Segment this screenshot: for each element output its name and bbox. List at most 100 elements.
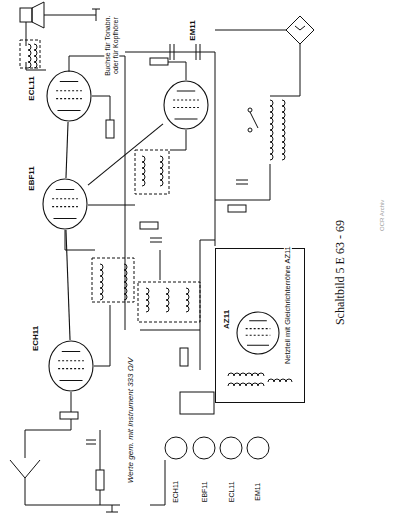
- tube-envelope: [48, 340, 94, 392]
- resistor-symbol: [180, 348, 188, 366]
- wire: [100, 430, 101, 505]
- note-label: Buchse für Tonabn. oder für Kopfhörer: [104, 8, 119, 82]
- note-label: EM11: [254, 482, 262, 502]
- tube-base-diagram: [220, 437, 242, 459]
- tube-envelope: [47, 71, 91, 121]
- wire: [215, 30, 286, 31]
- coil-winding: [228, 373, 264, 376]
- wire-connector: [66, 122, 68, 178]
- tube-base-diagram: [193, 437, 215, 459]
- wire: [25, 9, 300, 505]
- wire: [88, 205, 135, 206]
- wire: [65, 230, 95, 250]
- wire: [215, 164, 270, 200]
- tube-base-diagram: [165, 437, 187, 459]
- capacitor-symbol: [150, 238, 162, 242]
- coil-winding: [282, 100, 285, 160]
- resistor-symbol: [60, 412, 78, 419]
- switch-symbol: [248, 108, 258, 132]
- tube-electrode: [54, 189, 77, 218]
- capacitor-symbol: [236, 180, 248, 184]
- wire: [125, 52, 215, 246]
- note-label: EBF11: [200, 480, 208, 503]
- resistor-symbol: [150, 58, 168, 65]
- wire: [25, 478, 120, 505]
- tube-grid: [173, 100, 199, 108]
- note-label: Werte gem. mit Instrument 333 Ω/V: [127, 356, 136, 484]
- if-transformer: [92, 258, 134, 302]
- capacitor-symbol: [86, 44, 248, 444]
- tube-grid: [56, 91, 82, 99]
- coil-winding: [124, 264, 127, 300]
- coil-symbol: [28, 44, 292, 386]
- coil-winding: [34, 44, 37, 68]
- tube-electrode: [60, 351, 83, 380]
- wire: [26, 22, 46, 70]
- if-transformer: [135, 150, 169, 194]
- capacitor-symbol: [196, 44, 200, 60]
- capacitor-symbol: [86, 440, 96, 444]
- wire: [92, 96, 110, 120]
- resistor-symbol: [228, 205, 246, 212]
- tube-symbol: EM11: [163, 80, 209, 130]
- speaker-symbol: [20, 2, 44, 28]
- wire: [44, 9, 100, 21]
- coil-winding: [268, 379, 292, 382]
- wire-connector: [66, 230, 70, 340]
- tube-envelope: [163, 80, 209, 130]
- antenna-symbol: [10, 460, 40, 478]
- switch-symbol: [248, 128, 252, 132]
- resistor-symbol: [96, 470, 104, 490]
- rectifier-bridge: [286, 16, 314, 44]
- wire: [140, 240, 215, 330]
- switch-symbol: [250, 112, 258, 128]
- tube-label: EBF11: [28, 165, 37, 191]
- tube-symbol: ECL11: [46, 70, 92, 122]
- wire: [25, 392, 71, 458]
- coil-winding: [146, 288, 149, 312]
- wire: [160, 250, 161, 280]
- tube-label: AZ11: [223, 308, 232, 329]
- tube-envelope: [43, 179, 87, 229]
- tube-electrode: [247, 321, 269, 346]
- rectifier-bridge: [286, 16, 314, 44]
- coil-winding: [142, 156, 145, 186]
- tube-label: ECL11: [28, 75, 37, 101]
- tube-base-diagram: [180, 392, 214, 414]
- ground-symbol: [106, 505, 118, 512]
- wire: [170, 130, 186, 150]
- diagram-title: Schaltbild 5 E 63 - 69: [333, 219, 346, 326]
- tube-symbol: EBF11: [42, 178, 88, 230]
- coil-winding: [228, 383, 264, 386]
- tube-envelope: [49, 341, 93, 391]
- tube-symbol: AZ11: [236, 311, 280, 355]
- coil-winding: [270, 100, 273, 160]
- coil-winding: [100, 264, 103, 300]
- speaker-symbol: [32, 2, 44, 28]
- tube-base-diagram: [247, 437, 269, 459]
- wire: [150, 460, 165, 505]
- tube-symbol: ECH11: [48, 340, 94, 392]
- tube-envelope: [42, 178, 88, 230]
- coil-winding: [160, 156, 163, 186]
- wire: [69, 56, 125, 330]
- coil-winding: [186, 288, 189, 312]
- tube-envelope: [237, 312, 279, 354]
- resistor-symbol: [140, 222, 158, 229]
- power-supply-box: Netzteil mit Gleichrichterröhre AZ11AZ11: [215, 248, 305, 403]
- coil-winding: [166, 288, 169, 312]
- tube-envelope: [46, 70, 92, 122]
- coil-winding: [28, 44, 31, 68]
- tube-label: ECH11: [32, 324, 41, 351]
- if-transformer: [20, 40, 40, 68]
- resistor-symbol: [60, 58, 246, 490]
- wire: [200, 330, 201, 370]
- tube-electrode: [58, 81, 81, 110]
- tube-label: EM11: [189, 19, 198, 41]
- box-heading: Netzteil mit Gleichrichterröhre AZ11: [284, 245, 292, 365]
- tube-envelope: [236, 311, 280, 355]
- note-label: ECH11: [172, 480, 180, 504]
- speaker-symbol: [20, 8, 32, 22]
- tube-grid: [58, 361, 84, 369]
